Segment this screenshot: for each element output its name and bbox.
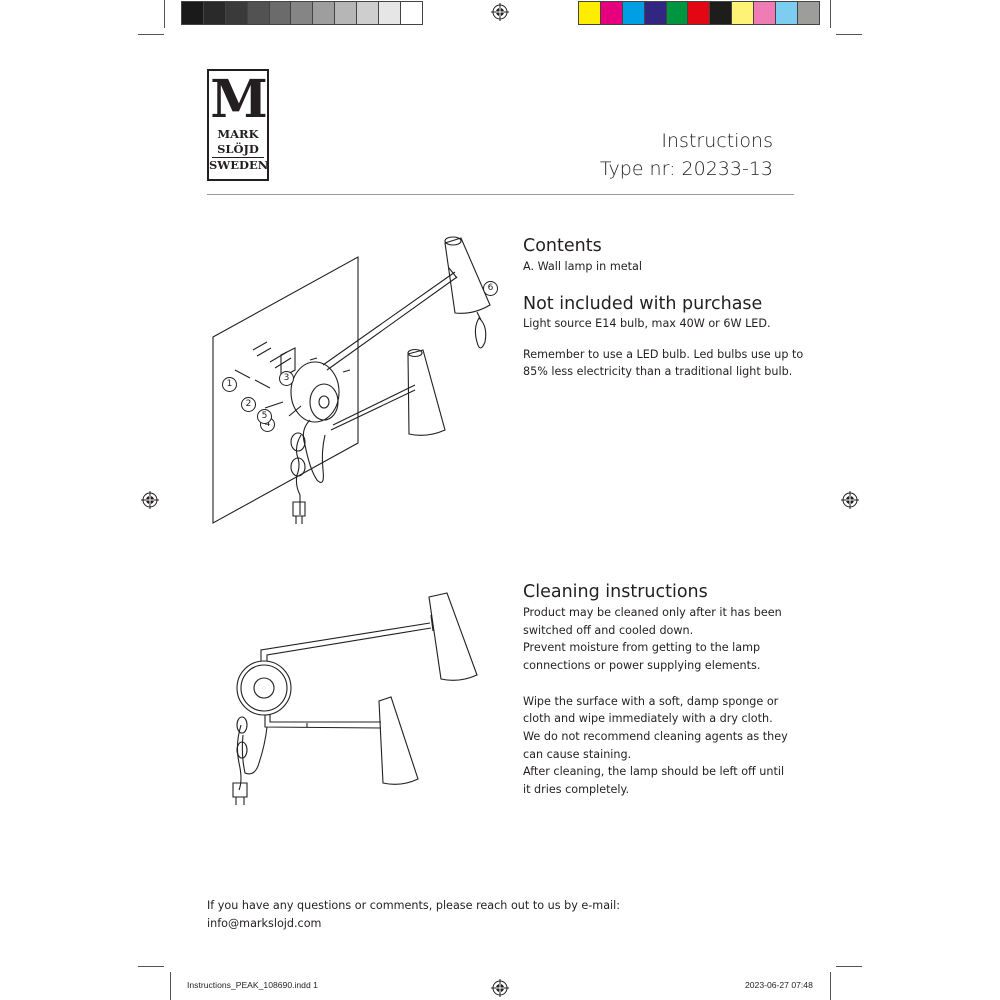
not-included-heading: Not included with purchase <box>523 294 763 314</box>
crop-mark <box>830 0 831 28</box>
contents-heading: Contents <box>523 236 602 256</box>
color-swatch <box>247 2 270 24</box>
color-swatch <box>269 2 292 24</box>
color-swatch <box>688 2 711 24</box>
callout-6: 6 <box>483 281 498 296</box>
process-color-bar <box>578 1 820 25</box>
color-swatch <box>754 2 777 24</box>
crop-mark <box>138 34 164 35</box>
contact-info: If you have any questions or comments, p… <box>207 897 620 932</box>
color-swatch <box>579 2 601 24</box>
color-swatch <box>335 2 358 24</box>
cleaning-line: cloth and wipe immediately with a dry cl… <box>523 712 773 726</box>
registration-mark-icon <box>491 3 509 21</box>
callout-1: 1 <box>222 377 237 392</box>
color-swatch <box>732 2 755 24</box>
slug-timestamp: 2023-06-27 07:48 <box>745 980 813 990</box>
crop-mark <box>830 972 831 1000</box>
contact-email-link[interactable]: info@markslojd.com <box>207 916 322 930</box>
contact-line: If you have any questions or comments, p… <box>207 899 621 912</box>
crop-mark <box>836 966 862 967</box>
logo-monogram: M <box>210 69 268 130</box>
led-note-line-2: 85% less electricity than a traditional … <box>523 365 793 378</box>
crop-mark <box>170 972 171 1000</box>
color-swatch <box>291 2 314 24</box>
slug-filename: Instructions_PEAK_108690.indd 1 <box>187 980 318 990</box>
logo-line-slojd: SLÖJD <box>217 142 259 156</box>
color-swatch <box>776 2 798 24</box>
brand-logo: M MARK SLÖJD SWEDEN <box>207 69 269 181</box>
wall-panel <box>212 256 359 524</box>
cleaning-heading: Cleaning instructions <box>523 582 708 602</box>
gray-color-bar <box>181 1 423 25</box>
cleaning-line: We do not recommend cleaning agents as t… <box>523 729 788 743</box>
registration-mark-icon <box>141 491 159 509</box>
callout-3: 3 <box>279 371 294 386</box>
color-swatch <box>797 2 819 24</box>
cleaning-line: Prevent moisture from getting to the lam… <box>523 641 761 655</box>
color-swatch <box>203 2 226 24</box>
color-swatch <box>666 2 689 24</box>
cleaning-line: it dries completely. <box>523 783 630 796</box>
color-swatch <box>710 2 733 24</box>
color-swatch <box>622 2 645 24</box>
cleaning-line: connections or power supplying elements. <box>523 659 761 673</box>
color-swatch <box>400 2 422 24</box>
cleaning-line: Product may be cleaned only after it has… <box>523 606 782 619</box>
cleaning-line: Wipe the surface with a soft, damp spong… <box>523 694 779 708</box>
color-swatch <box>357 2 380 24</box>
color-swatch <box>600 2 623 24</box>
logo-line-mark: MARK <box>217 127 259 141</box>
registration-mark-icon <box>491 979 509 997</box>
color-swatch <box>644 2 667 24</box>
cleaning-line: After cleaning, the lamp should be left … <box>523 765 785 779</box>
crop-mark <box>138 966 164 967</box>
mounting-diagram <box>212 236 491 524</box>
led-note-line-1: Remember to use a LED bulb. Led bulbs us… <box>523 348 804 361</box>
crop-mark <box>836 34 862 35</box>
callout-5: 5 <box>257 409 272 424</box>
logo-line-sweden: SWEDEN <box>209 158 269 172</box>
header-divider <box>207 194 794 195</box>
logo-divider <box>212 157 264 158</box>
type-number: Type nr: 20233-13 <box>599 158 773 180</box>
registration-mark-icon <box>841 491 859 509</box>
color-swatch <box>225 2 248 24</box>
color-swatch <box>313 2 336 24</box>
color-swatch <box>379 2 401 24</box>
not-included-line: Light source E14 bulb, max 40W or 6W LED… <box>523 317 771 330</box>
color-swatch <box>182 2 204 24</box>
callout-2: 2 <box>241 397 256 412</box>
cleaning-line: switched off and cooled down. <box>523 623 694 637</box>
assembled-lamp-diagram <box>232 592 478 805</box>
contents-item: A. Wall lamp in metal <box>523 260 642 273</box>
cleaning-line: can cause staining. <box>523 747 632 761</box>
page-title: Instructions <box>661 130 773 152</box>
crop-mark <box>164 0 165 28</box>
